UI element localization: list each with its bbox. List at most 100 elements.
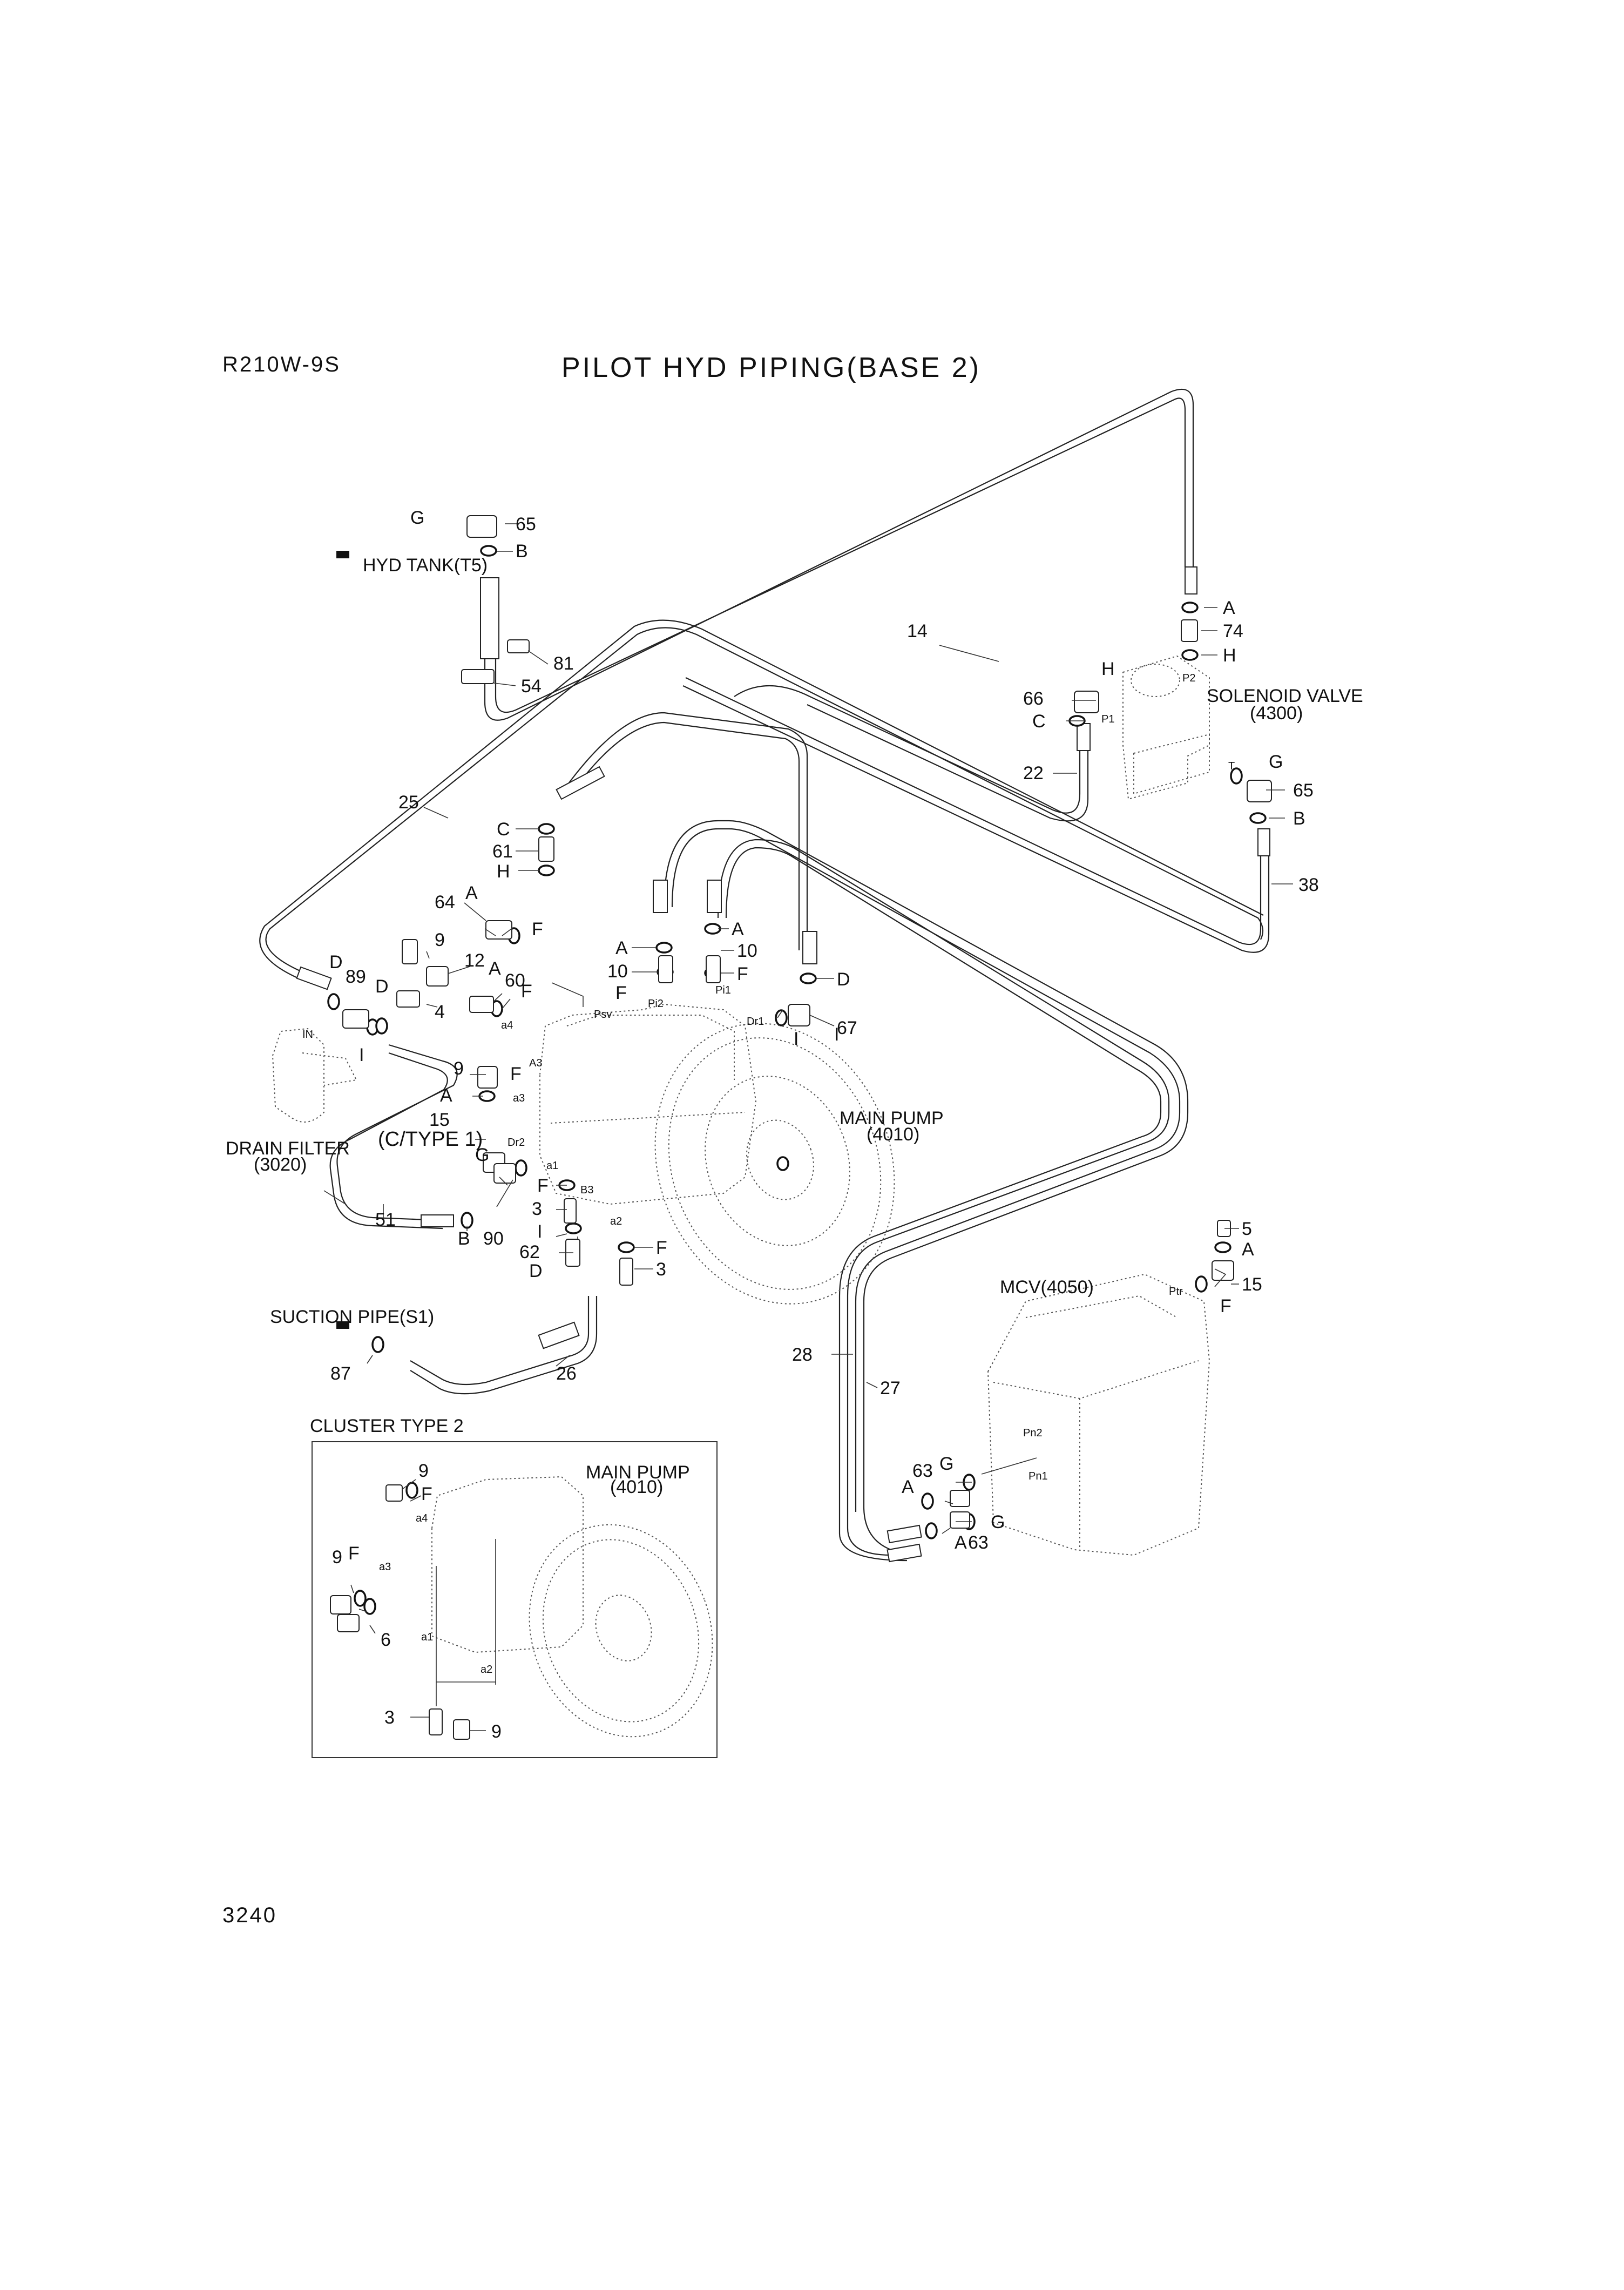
callout: C xyxy=(497,819,510,840)
callout: 67 xyxy=(837,1018,857,1038)
port-label: a3 xyxy=(513,1092,525,1104)
port-label: IN xyxy=(302,1029,313,1041)
port-labels: P2 P1 T Psv a4 A3 a3 Dr2 a1 B3 a2 Pi2 Pi… xyxy=(302,672,1235,1676)
port-label: P2 xyxy=(1182,672,1195,684)
solenoid-valve-label: SOLENOID VALVE xyxy=(1207,686,1363,706)
port-label: Pi1 xyxy=(715,984,731,996)
callout: F xyxy=(537,1176,549,1196)
callout: B xyxy=(516,541,528,562)
callout: D xyxy=(329,952,343,972)
callout: 3 xyxy=(384,1707,395,1728)
callout: 9 xyxy=(491,1721,502,1742)
callout: 10 xyxy=(607,961,628,982)
cluster-pump-label: MAIN PUMP xyxy=(586,1462,690,1483)
drain-filter-label: DRAIN FILTER xyxy=(226,1138,350,1159)
callout: I xyxy=(834,1024,839,1045)
port-label: Pi2 xyxy=(648,998,664,1010)
callout: I xyxy=(537,1221,542,1242)
callout: I xyxy=(359,1045,364,1065)
port-label: Dr2 xyxy=(508,1137,525,1149)
port-label: T xyxy=(1228,760,1235,772)
port-label: a4 xyxy=(501,1019,513,1031)
callout: 61 xyxy=(492,841,513,862)
callout: C xyxy=(1032,711,1046,732)
callout: G xyxy=(1269,752,1283,772)
callout: 9 xyxy=(454,1058,464,1079)
cluster-type-2-frame xyxy=(312,1441,718,1758)
callout: 3 xyxy=(656,1259,666,1280)
callout: B xyxy=(1293,808,1305,829)
callout: 38 xyxy=(1298,875,1319,895)
page-title: PILOT HYD PIPING(BASE 2) xyxy=(561,352,981,383)
callout: F xyxy=(656,1238,667,1258)
pipe-14 xyxy=(484,388,1194,721)
drain-filter-code: (3020) xyxy=(254,1154,307,1175)
port-label: a3 xyxy=(379,1561,391,1573)
mcv-label: MCV(4050) xyxy=(1000,1277,1094,1298)
callout: B xyxy=(458,1228,470,1249)
leader-lines xyxy=(323,523,1293,1731)
port-label: Ptr xyxy=(1169,1286,1183,1298)
port-label: a4 xyxy=(416,1512,428,1524)
callout: F xyxy=(348,1543,360,1564)
callout: 62 xyxy=(519,1242,540,1262)
suction-pipe-label: SUCTION PIPE(S1) xyxy=(270,1307,434,1327)
o-rings xyxy=(327,545,1267,1615)
callout: 63 xyxy=(968,1532,989,1553)
callout: 27 xyxy=(880,1378,901,1399)
hose-ends xyxy=(296,566,1270,1563)
callout: A xyxy=(955,1532,967,1553)
callout: F xyxy=(510,1064,522,1084)
callout: F xyxy=(532,919,543,940)
callout: 9 xyxy=(332,1547,342,1568)
main-pump-drawing xyxy=(539,1003,895,1305)
callout: A xyxy=(615,938,628,958)
port-label: a1 xyxy=(546,1160,558,1172)
callout: H xyxy=(497,861,510,882)
callout: D xyxy=(837,969,850,990)
pipe-22 xyxy=(734,685,1081,814)
main-pump-label: MAIN PUMP xyxy=(840,1108,944,1129)
callout: 64 xyxy=(435,892,455,913)
pipe-28 xyxy=(663,820,1189,1556)
callout: 4 xyxy=(435,1002,445,1022)
callout: D xyxy=(529,1261,543,1281)
port-label: a2 xyxy=(610,1215,622,1227)
callout: H xyxy=(1223,645,1236,666)
fittings xyxy=(336,515,1272,1529)
callout: A xyxy=(732,919,744,940)
callout: 9 xyxy=(435,930,445,950)
port-label: Dr1 xyxy=(747,1016,764,1028)
port-label: Psv xyxy=(594,1009,612,1021)
callout: 15 xyxy=(1242,1274,1262,1295)
drain-filter-drawing xyxy=(272,1028,357,1123)
callout: A xyxy=(440,1085,452,1106)
callout: 65 xyxy=(516,514,536,535)
callout: 66 xyxy=(1023,688,1044,709)
pipe-51 xyxy=(336,1044,458,1221)
callout-labels: G 65 B 81 54 14 A 74 H H 66 C 22 G 65 B … xyxy=(329,508,1319,1742)
callout: F xyxy=(521,981,532,1002)
callout: A xyxy=(902,1477,914,1497)
pipe-27 xyxy=(717,839,1170,1556)
page-number: 3240 xyxy=(222,1903,277,1927)
port-label: a1 xyxy=(421,1631,433,1643)
port-label: Pn1 xyxy=(1028,1470,1048,1482)
cluster-title: CLUSTER TYPE 2 xyxy=(310,1416,464,1436)
callout: 90 xyxy=(483,1228,504,1249)
callout: F xyxy=(737,964,748,984)
callout: G xyxy=(475,1145,489,1165)
callout: 81 xyxy=(553,653,574,674)
callout: 63 xyxy=(912,1461,933,1481)
callout: H xyxy=(1101,659,1115,679)
port-label: Pn2 xyxy=(1023,1427,1043,1439)
solenoid-valve-code: (4300) xyxy=(1250,703,1303,724)
callout: D xyxy=(375,976,389,997)
port-label: P1 xyxy=(1101,713,1114,725)
callout: F xyxy=(421,1484,432,1504)
callout: 10 xyxy=(737,941,757,961)
main-pump-code: (4010) xyxy=(867,1124,919,1145)
callout: I xyxy=(794,1029,799,1049)
pipe-26 xyxy=(410,1296,590,1386)
